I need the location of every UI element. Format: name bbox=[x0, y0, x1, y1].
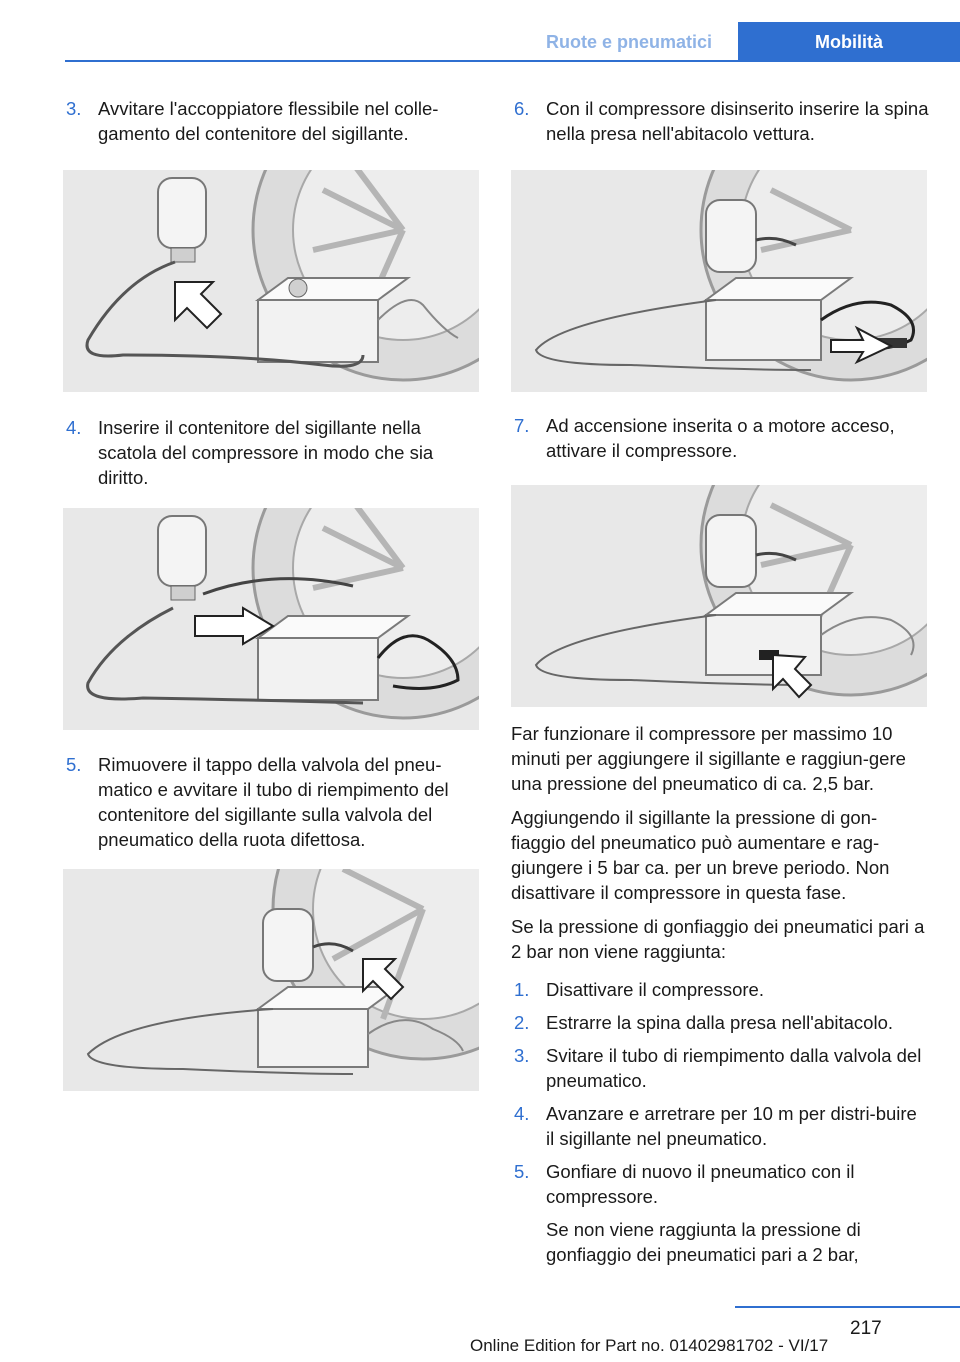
chapter-tab[interactable]: Mobilità bbox=[738, 22, 960, 62]
paragraph-pressure-not-reached: Se la pressione di gonfiaggio dei pneuma… bbox=[511, 916, 925, 962]
step-number: 3. bbox=[66, 98, 82, 119]
right-column: 6. Con il compressore disinserito inseri… bbox=[511, 96, 929, 1267]
footer-rule bbox=[735, 1306, 960, 1308]
step-number: 4. bbox=[514, 1103, 530, 1124]
sub-step-5-note: Se non viene raggiunta la pressione di g… bbox=[511, 1217, 929, 1267]
arrow-icon bbox=[362, 958, 405, 1001]
step-7: 7. Ad accensione inserita o a motore acc… bbox=[511, 413, 929, 463]
sub-step-3: 3. Svitare il tubo di riempimento dalla … bbox=[511, 1043, 929, 1093]
step-number: 3. bbox=[514, 1045, 530, 1066]
arrow-icon bbox=[830, 325, 894, 365]
paragraph-pressure-rise: Aggiungendo il sigillante la pressione d… bbox=[511, 807, 890, 903]
edition-note: Online Edition for Part no. 01402981702 … bbox=[470, 1336, 829, 1355]
step-text: Ad accensione inserita o a motore acceso… bbox=[546, 415, 895, 461]
sub-step-2: 2. Estrarre la spina dalla presa nell'ab… bbox=[511, 1010, 929, 1035]
step-text: Avanzare e arretrare per 10 m per distri… bbox=[546, 1103, 917, 1149]
figure-hose-connection bbox=[63, 170, 479, 392]
note-text: Se non viene raggiunta la pressione di g… bbox=[546, 1219, 861, 1265]
step-text: Gonfiare di nuovo il pneumatico con il c… bbox=[546, 1161, 855, 1207]
figure-plug-socket bbox=[511, 170, 927, 392]
step-text: Estrarre la spina dalla presa nell'abita… bbox=[546, 1012, 894, 1033]
step-number: 5. bbox=[514, 1161, 530, 1182]
step-5: 5. Rimuovere il tappo della valvola del … bbox=[63, 752, 481, 852]
sub-step-4: 4. Avanzare e arretrare per 10 m per dis… bbox=[511, 1101, 929, 1151]
header-rule bbox=[65, 60, 960, 62]
step-text: Con il compressore disinserito inserire … bbox=[546, 98, 929, 144]
step-number: 4. bbox=[66, 417, 82, 438]
step-text: Svitare il tubo di riempimento dalla val… bbox=[546, 1045, 922, 1091]
arrow-icon bbox=[174, 281, 223, 330]
step-number: 5. bbox=[66, 754, 82, 775]
step-number: 7. bbox=[514, 415, 530, 436]
figure-insert-container bbox=[63, 508, 479, 730]
step-3: 3. Avvitare l'accoppiatore flessibile ne… bbox=[63, 96, 481, 146]
section-tab[interactable]: Ruote e pneumatici bbox=[545, 32, 713, 52]
step-text: Avvitare l'accoppiatore flessibile nel c… bbox=[98, 98, 439, 144]
step-number: 2. bbox=[514, 1012, 530, 1033]
sub-step-5: 5. Gonfiare di nuovo il pneumatico con i… bbox=[511, 1159, 929, 1209]
page-number: 217 bbox=[850, 1318, 882, 1339]
paragraph-run-time: Far funzionare il compressore per massim… bbox=[511, 723, 906, 794]
step-4: 4. Inserire il contenitore del sigillant… bbox=[63, 415, 481, 490]
arrow-icon bbox=[772, 653, 813, 699]
step-6: 6. Con il compressore disinserito inseri… bbox=[511, 96, 929, 146]
sub-step-1: 1. Disattivare il compressore. bbox=[511, 977, 929, 1002]
step-number: 6. bbox=[514, 98, 530, 119]
left-column: 3. Avvitare l'accoppiatore flessibile ne… bbox=[63, 96, 481, 1091]
step-number: 1. bbox=[514, 979, 530, 1000]
step-text: Inserire il contenitore del sigillante n… bbox=[98, 417, 434, 488]
step-text: Rimuovere il tappo della valvola del pne… bbox=[98, 754, 449, 850]
arrow-icon bbox=[194, 606, 275, 646]
figure-valve-connection bbox=[63, 869, 479, 1091]
figure-compressor-switch bbox=[511, 485, 927, 707]
step-text: Disattivare il compressore. bbox=[546, 979, 764, 1000]
